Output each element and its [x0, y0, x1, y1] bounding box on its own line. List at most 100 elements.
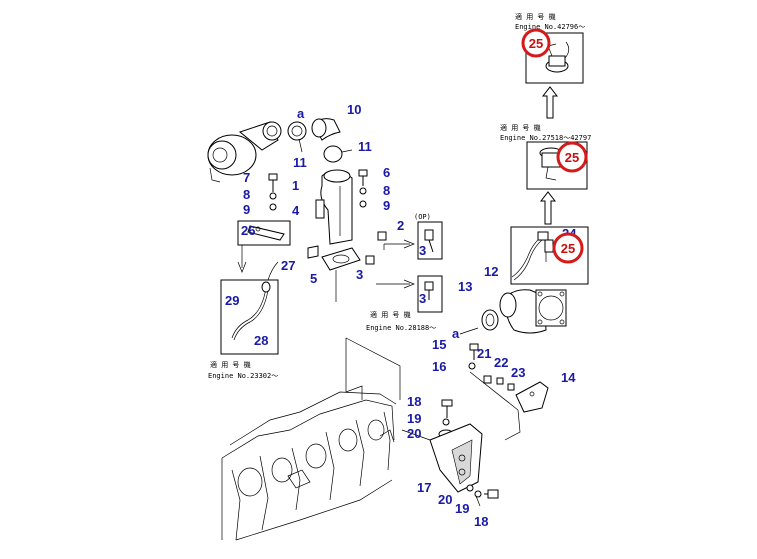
pipe-4 [315, 199, 325, 219]
hose-clamp-11a [287, 121, 307, 153]
bracket-14 [515, 381, 549, 413]
part-label-18b: 18 [474, 514, 488, 529]
part-label-4: 4 [292, 203, 300, 218]
note-op: (OP) [414, 213, 431, 221]
part-label-29: 29 [225, 293, 239, 308]
gasket-5 [321, 247, 361, 271]
highlight-25-top-text: 25 [529, 36, 543, 51]
washer-8b [359, 187, 367, 195]
note-left: 適 用 号 機 Engine No.23302〜 [208, 360, 278, 380]
highlight-25-top: 25 [521, 28, 551, 58]
detail-box-sensor [510, 226, 589, 285]
bolt-18b [484, 489, 499, 499]
seal-13 [481, 309, 499, 331]
washer-20b [466, 484, 474, 492]
part-label-17: 17 [417, 480, 431, 495]
washer-9a [269, 203, 277, 211]
arrow-right-op [383, 239, 415, 250]
part-label-5: 5 [310, 271, 317, 286]
sensor-3a [424, 229, 434, 253]
nut-22 [496, 377, 504, 385]
bolt-6 [358, 169, 368, 186]
letter-a-upper: a [297, 106, 305, 121]
leader-18b [475, 495, 481, 507]
sensor-3b [424, 281, 434, 300]
part-label-10: 10 [347, 102, 361, 117]
washer-9b [359, 200, 367, 208]
note-left-kanji: 適 用 号 機 [210, 360, 251, 369]
part-label-22: 22 [494, 355, 508, 370]
note-left-engine: Engine No.23302〜 [208, 372, 278, 380]
nut-23 [507, 383, 515, 391]
part-label-6: 6 [383, 165, 390, 180]
part-label-19a: 19 [407, 411, 421, 426]
arrow-right-3b [376, 279, 415, 289]
engine-block [221, 337, 401, 541]
part-label-15: 15 [432, 337, 446, 352]
washer-8a [269, 192, 277, 200]
part-label-3a: 3 [419, 243, 426, 258]
part-label-16: 16 [432, 359, 446, 374]
part-label-28: 28 [254, 333, 268, 348]
note-top-engine: Engine No.42796〜 [515, 23, 585, 31]
part-label-9b: 9 [383, 198, 390, 213]
part-label-19b: 19 [455, 501, 469, 516]
bolt-15 [469, 343, 479, 360]
sensor-harness [511, 231, 554, 281]
detail-box-3b [417, 275, 443, 313]
note-mid-kanji: 適 用 号 機 [500, 123, 541, 132]
part-label-12: 12 [484, 264, 498, 279]
part-label-18a: 18 [407, 394, 421, 409]
part-label-3c: 3 [419, 291, 426, 306]
nut-21 [483, 375, 492, 384]
part-label-11b: 11 [358, 139, 372, 154]
detail-box-29 [220, 279, 279, 355]
highlight-25-sensor: 25 [552, 232, 584, 264]
washer-19b [474, 490, 482, 498]
part-label-14: 14 [561, 370, 576, 385]
turbocharger [207, 121, 282, 183]
leader-a [459, 327, 479, 335]
bracket-17-leader [401, 429, 431, 441]
note-mid: 適 用 号 機 Engine No.27518〜42797 [500, 123, 591, 142]
part-label-21: 21 [477, 346, 491, 361]
arrow-down-left [237, 245, 247, 273]
plug-3c [365, 255, 375, 265]
part-label-23: 23 [511, 365, 525, 380]
part-label-8a: 8 [243, 187, 250, 202]
elbow-12 [499, 289, 567, 334]
letter-a-lower: a [452, 326, 460, 341]
bolt-7 [268, 173, 278, 192]
part-label-27: 27 [281, 258, 295, 273]
part-label-11a: 11 [293, 155, 307, 170]
part-label-20b: 20 [438, 492, 452, 507]
sensor-wire-28 [231, 281, 271, 341]
washer-19a [442, 418, 450, 426]
detail-box-26 [237, 220, 291, 246]
note-top: 適 用 号 機 Engine No.42796〜 [515, 12, 585, 31]
detail-box-3a [417, 221, 443, 260]
note-center: 適 用 号 機 Engine No.28188〜 [366, 310, 436, 332]
part-label-20a: 20 [407, 426, 421, 441]
note-top-kanji: 適 用 号 機 [515, 12, 556, 21]
part-label-3b: 3 [356, 267, 363, 282]
part-label-13: 13 [458, 279, 472, 294]
part-label-8b: 8 [383, 183, 390, 198]
note-center-kanji: 適 用 号 機 [370, 310, 411, 319]
bracket-26 [247, 225, 285, 241]
arrow-up-1 [541, 86, 559, 119]
arrow-up-2 [539, 191, 557, 225]
bracket-17 [429, 423, 483, 493]
elbow-10 [311, 118, 341, 141]
highlight-25-mid: 25 [556, 141, 588, 173]
bolt-18a [441, 399, 453, 418]
part-label-7: 7 [243, 170, 250, 185]
plug-2 [377, 231, 387, 241]
outlet-pipe-1 [320, 169, 353, 245]
wire-link [267, 261, 279, 281]
highlight-25-mid-text: 25 [565, 150, 579, 165]
bracket-outline-line [469, 371, 521, 441]
part-label-9a: 9 [243, 202, 250, 217]
